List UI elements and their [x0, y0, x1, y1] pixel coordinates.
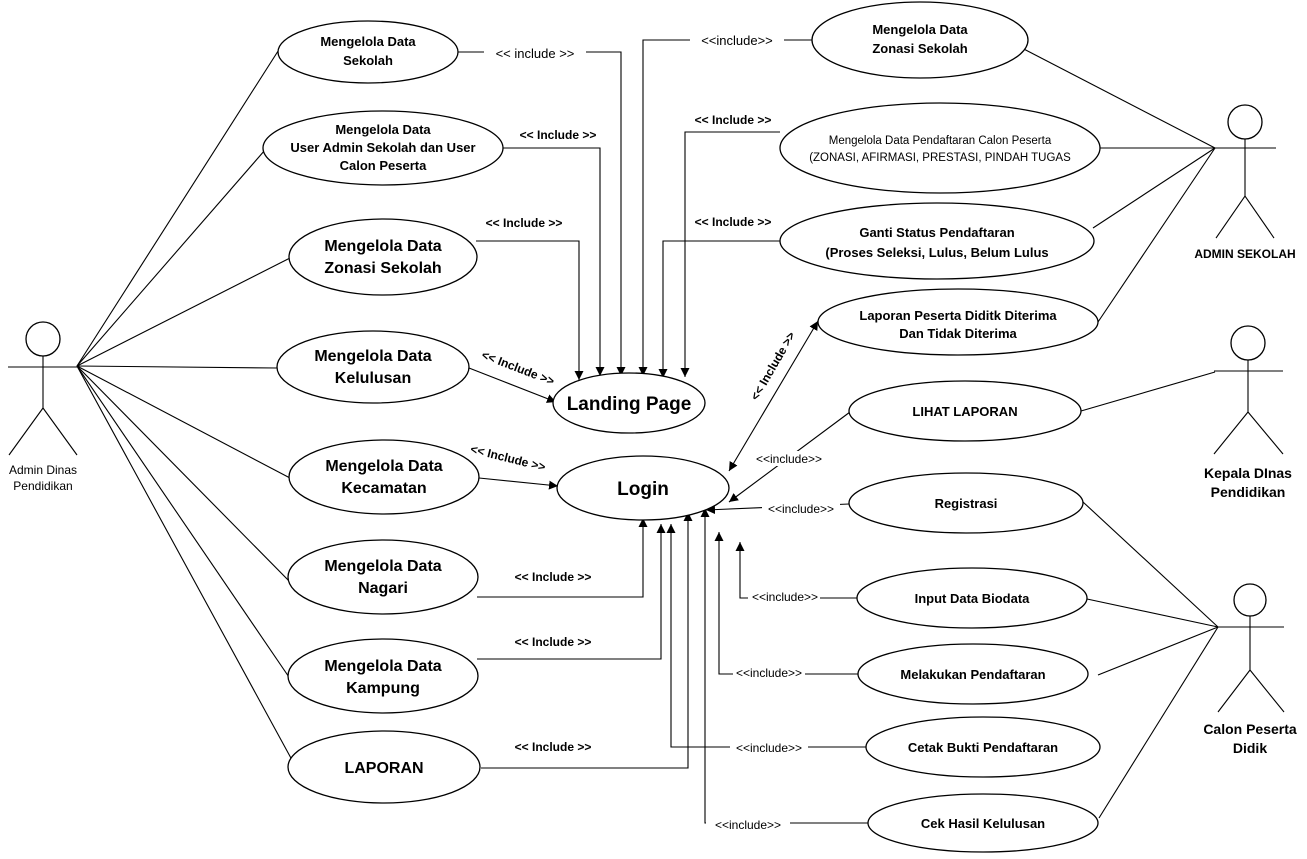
include-label-zonasi-left: << Include >> [486, 216, 563, 230]
use-case-label: Input Data Biodata [915, 591, 1031, 606]
include-label-kelulusan: << Include >> [480, 348, 557, 389]
use-case-cek-hasil[interactable]: Cek Hasil Kelulusan [867, 793, 1099, 853]
use-case-label: Calon Peserta [340, 158, 427, 173]
actor-label: ADMIN SEKOLAH [1194, 247, 1295, 261]
use-case-label: Mengelola Data [325, 458, 442, 475]
actor-admin-dinas[interactable]: Admin Dinas Pendidikan [8, 321, 78, 493]
use-case-label: Registrasi [935, 496, 998, 511]
include-label-melakukan-pendaftaran: <<include>> [736, 666, 802, 680]
use-case-label: Ganti Status Pendaftaran [859, 225, 1014, 240]
use-case-label: Mengelola Data [872, 22, 968, 37]
include-label-zonasi-right: <<include>> [701, 33, 773, 48]
use-case-label: (ZONASI, AFIRMASI, PRESTASI, PINDAH TUGA… [809, 152, 1071, 164]
calon-peserta-associations [1082, 501, 1219, 819]
use-case-label: LAPORAN [344, 760, 423, 777]
use-case-label: Landing Page [567, 394, 692, 415]
actor-label: Calon Peserta [1203, 721, 1297, 737]
use-case-laporan[interactable]: LAPORAN [287, 730, 481, 804]
use-case-mengelola-kampung[interactable]: Mengelola Data Kampung [287, 638, 479, 714]
include-label-lihat-laporan: <<include>> [756, 452, 822, 466]
use-case-label: Nagari [358, 580, 408, 597]
use-case-label: LIHAT LAPORAN [912, 404, 1017, 419]
include-label-laporan: << Include >> [515, 740, 592, 754]
use-case-label: Melakukan Pendaftaran [900, 667, 1045, 682]
use-case-mengelola-pendaftaran[interactable]: Mengelola Data Pendaftaran Calon Peserta… [779, 102, 1101, 194]
actor-label: Pendidikan [1211, 484, 1286, 500]
actor-label: Admin Dinas [9, 463, 77, 477]
use-case-mengelola-zonasi-sekolah-right[interactable]: Mengelola Data Zonasi Sekolah [811, 1, 1029, 79]
use-case-landing-page[interactable]: Landing Page [552, 372, 706, 434]
use-case-label: Mengelola Data [314, 348, 431, 365]
include-label-nagari: << Include >> [515, 570, 592, 584]
use-case-label: Kelulusan [335, 370, 411, 387]
kepala-dinas-associations [1080, 371, 1216, 412]
use-case-label: Kampung [346, 680, 420, 697]
use-case-label: Laporan Peserta Diditk Diterima [859, 308, 1057, 323]
use-case-label: (Proses Seleksi, Lulus, Belum Lulus [825, 245, 1048, 260]
use-case-label: Zonasi Sekolah [324, 260, 441, 277]
actor-kepala-dinas[interactable]: Kepala DInas Pendidikan [1204, 325, 1292, 500]
use-case-mengelola-kelulusan[interactable]: Mengelola Data Kelulusan [276, 330, 470, 404]
use-case-label: Login [617, 479, 669, 500]
include-label-user: << Include >> [520, 128, 597, 142]
use-case-label: Mengelola Data Pendaftaran Calon Peserta [829, 135, 1052, 147]
admin-sekolah-associations [1017, 45, 1216, 323]
include-label-pendaftaran: << Include >> [695, 113, 772, 127]
admin-dinas-associations [76, 47, 294, 761]
use-case-mengelola-nagari[interactable]: Mengelola Data Nagari [287, 539, 479, 615]
use-case-mengelola-data-sekolah[interactable]: Mengelola Data Sekolah [277, 20, 459, 84]
include-label-kampung: << Include >> [515, 635, 592, 649]
include-label-input-biodata: <<include>> [752, 590, 818, 604]
use-case-input-biodata[interactable]: Input Data Biodata [856, 567, 1088, 629]
use-case-login[interactable]: Login [556, 455, 730, 521]
use-case-label: Cek Hasil Kelulusan [921, 816, 1045, 831]
use-case-label: Dan Tidak Diterima [899, 326, 1017, 341]
use-case-label: Zonasi Sekolah [872, 41, 967, 56]
actor-label: Pendidikan [13, 479, 72, 493]
use-case-label: Mengelola Data [324, 658, 441, 675]
use-case-label: Mengelola Data [320, 34, 416, 49]
include-label-cek-hasil: <<include>> [715, 818, 781, 832]
actor-label: Didik [1233, 740, 1267, 756]
use-case-laporan-peserta[interactable]: Laporan Peserta Diditk Diterima Dan Tida… [817, 288, 1099, 356]
use-case-lihat-laporan[interactable]: LIHAT LAPORAN [848, 380, 1082, 442]
use-case-cetak-bukti[interactable]: Cetak Bukti Pendaftaran [865, 716, 1101, 778]
use-case-label: Mengelola Data [335, 122, 431, 137]
actor-admin-sekolah[interactable]: ADMIN SEKOLAH [1194, 104, 1296, 261]
use-case-label: User Admin Sekolah dan User [290, 140, 475, 155]
use-case-label: Kecamatan [341, 480, 426, 497]
include-label-sekolah: << include >> [496, 46, 575, 61]
use-case-label: Sekolah [343, 53, 393, 68]
use-case-mengelola-user[interactable]: Mengelola Data User Admin Sekolah dan Us… [262, 110, 504, 186]
actor-calon-peserta[interactable]: Calon Peserta Didik [1203, 583, 1297, 756]
use-case-registrasi[interactable]: Registrasi [848, 472, 1084, 534]
include-label-registrasi: <<include>> [768, 502, 834, 516]
include-label-cetak-bukti: <<include>> [736, 741, 802, 755]
use-case-mengelola-zonasi-sekolah-left[interactable]: Mengelola Data Zonasi Sekolah [288, 218, 478, 296]
use-case-melakukan-pendaftaran[interactable]: Melakukan Pendaftaran [857, 643, 1089, 705]
use-case-label: Mengelola Data [324, 558, 441, 575]
use-case-label: Cetak Bukti Pendaftaran [908, 740, 1058, 755]
actor-label: Kepala DInas [1204, 465, 1292, 481]
use-case-ganti-status[interactable]: Ganti Status Pendaftaran (Proses Seleksi… [779, 202, 1095, 280]
include-label-ganti-status: << Include >> [695, 215, 772, 229]
use-case-label: Mengelola Data [324, 238, 441, 255]
include-label-kecamatan: << Include >> [469, 442, 547, 474]
use-case-mengelola-kecamatan[interactable]: Mengelola Data Kecamatan [288, 439, 480, 515]
